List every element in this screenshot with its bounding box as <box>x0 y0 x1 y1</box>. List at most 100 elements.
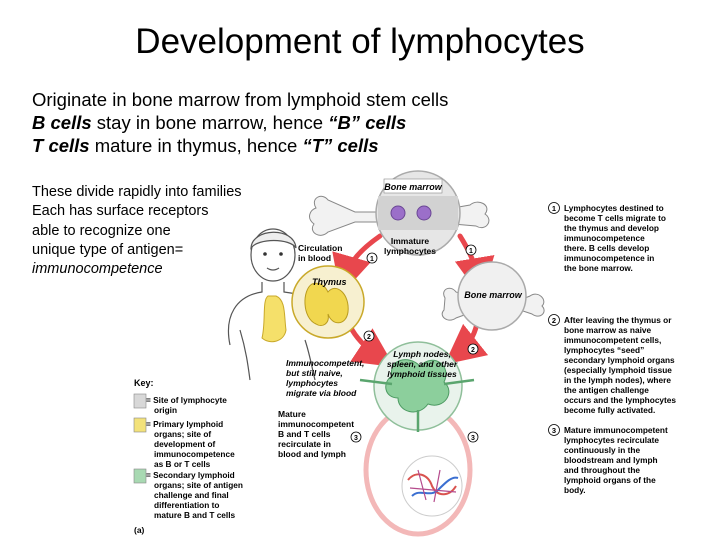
immature-lymphocyte-icon <box>390 205 406 221</box>
svg-text:development of: development of <box>154 439 216 449</box>
label-immunocompetent-4: migrate via blood <box>286 388 357 398</box>
svg-text:body.: body. <box>564 485 586 495</box>
label-bone-marrow-top: Bone marrow <box>384 182 443 192</box>
label-bone-marrow-right: Bone marrow <box>464 290 523 300</box>
label-mature-2: immunocompetent <box>278 419 354 429</box>
svg-text:= Site of lymphocyte: = Site of lymphocyte <box>146 395 227 405</box>
thymus-organ <box>304 282 349 327</box>
label-thymus: Thymus <box>312 277 347 287</box>
slide-title: Development of lymphocytes <box>135 22 585 61</box>
svg-text:the thymus and develop: the thymus and develop <box>564 223 659 233</box>
step-marker: 2 <box>467 343 479 355</box>
side-line: Each has surface receptors <box>32 203 209 220</box>
bullet-line-2: B cells stay in bone marrow, hence “B” c… <box>32 112 407 133</box>
bullet-line-1: Originate in bone marrow from lymphoid s… <box>32 89 449 110</box>
svg-text:organs; site of antigen: organs; site of antigen <box>154 480 243 490</box>
svg-text:bloodstream and lymph: bloodstream and lymph <box>564 455 658 465</box>
svg-text:2: 2 <box>471 347 475 354</box>
svg-text:3: 3 <box>471 435 475 442</box>
step-marker: 2 <box>363 330 375 342</box>
svg-text:3: 3 <box>552 426 556 435</box>
svg-text:lymphocytes recirculate: lymphocytes recirculate <box>564 435 659 445</box>
step-marker: 1 <box>366 252 378 264</box>
svg-text:1: 1 <box>552 204 556 213</box>
lymphocyte-development-figure: Bone marrow Immature lymphocytes Circula… <box>133 170 676 537</box>
svg-text:challenge and final: challenge and final <box>154 490 229 500</box>
bullet-line-3: T cells mature in thymus, hence “T” cell… <box>32 135 379 156</box>
svg-text:become T cells migrate to: become T cells migrate to <box>564 213 666 223</box>
svg-text:After leaving the thymus or: After leaving the thymus or <box>564 315 672 325</box>
label-immunocompetent-1: Immunocompetent, <box>286 358 364 368</box>
vessel-network <box>407 469 459 503</box>
label-immature-1: Immature <box>391 236 430 246</box>
bone-marrow-shape <box>261 295 287 343</box>
label-lymph-3: lymphoid tissues <box>387 369 457 379</box>
svg-text:Mature immunocompetent: Mature immunocompetent <box>564 425 668 435</box>
note-marker: 1 <box>548 202 560 214</box>
svg-text:2: 2 <box>552 316 556 325</box>
svg-text:occurs and the lymphocytes: occurs and the lymphocytes <box>564 395 676 405</box>
note-marker: 2 <box>548 314 560 326</box>
label-circulation-1: Circulation <box>298 243 342 253</box>
svg-text:differentiation to: differentiation to <box>154 500 219 510</box>
svg-text:lymphoid organs of the: lymphoid organs of the <box>564 475 656 485</box>
side-line: These divide rapidly into families <box>32 184 242 200</box>
svg-text:3: 3 <box>354 435 358 442</box>
step-marker: 3 <box>467 431 479 443</box>
side-line-italic: immunocompetence <box>32 261 163 278</box>
label-lymph-1: Lymph nodes, <box>393 349 451 359</box>
svg-text:the bone marrow.: the bone marrow. <box>564 263 633 273</box>
svg-text:immunocompetence in: immunocompetence in <box>564 253 654 263</box>
svg-text:organs; site of: organs; site of <box>154 429 211 439</box>
figure-notes: 1 Lymphocytes destined to become T cells… <box>548 202 676 495</box>
svg-text:in the lymph nodes), where: in the lymph nodes), where <box>564 375 671 385</box>
panel-label: (a) <box>134 525 145 535</box>
key-swatch-secondary <box>133 468 147 484</box>
step-marker: 1 <box>465 244 477 256</box>
svg-text:there. B cells develop: there. B cells develop <box>564 243 649 253</box>
svg-text:= Secondary lymphoid: = Secondary lymphoid <box>146 470 235 480</box>
svg-text:bone marrow as naive: bone marrow as naive <box>564 325 652 335</box>
svg-text:mature B and T cells: mature B and T cells <box>154 510 236 520</box>
svg-text:secondary lymphoid organs: secondary lymphoid organs <box>564 355 675 365</box>
child-figure-illustration <box>228 228 353 381</box>
key-swatch-origin <box>133 393 147 409</box>
label-immunocompetent-2: but still naive, <box>286 368 343 378</box>
svg-text:= Primary lymphoid: = Primary lymphoid <box>146 419 223 429</box>
svg-text:as B or T cells: as B or T cells <box>154 459 211 469</box>
svg-text:immunocompetence: immunocompetence <box>564 233 645 243</box>
svg-text:origin: origin <box>154 405 177 415</box>
label-circulation-2: in blood <box>298 253 331 263</box>
svg-text:2: 2 <box>367 334 371 341</box>
bone-marrow-right-circle <box>457 261 527 331</box>
label-lymph-2: spleen, and other <box>387 359 458 369</box>
label-immunocompetent-3: lymphocytes <box>286 378 338 388</box>
label-mature-3: B and T cells <box>278 429 331 439</box>
svg-text:become fully activated.: become fully activated. <box>564 405 655 415</box>
label-immature-2: lymphocytes <box>384 246 436 256</box>
svg-text:(especially lymphoid tissue: (especially lymphoid tissue <box>564 365 672 375</box>
side-line: unique type of antigen= <box>32 241 184 258</box>
lymph-vessels <box>359 378 475 432</box>
child-hair <box>250 231 297 251</box>
label-mature-1: Mature <box>278 409 306 419</box>
immature-lymphocyte-icon <box>416 205 432 221</box>
note-marker: 3 <box>548 424 560 436</box>
figure-key: Key: = Site of lymphocyte origin = Prima… <box>133 378 243 535</box>
svg-text:and throughout the: and throughout the <box>564 465 640 475</box>
svg-text:immunocompetent cells,: immunocompetent cells, <box>564 335 661 345</box>
svg-text:Lymphocytes destined to: Lymphocytes destined to <box>564 203 664 213</box>
step-marker: 3 <box>350 431 362 443</box>
key-title: Key: <box>134 378 154 388</box>
label-mature-5: blood and lymph <box>278 449 346 459</box>
svg-text:1: 1 <box>469 248 473 255</box>
key-swatch-primary <box>133 417 147 433</box>
label-mature-4: recirculate in <box>278 439 331 449</box>
side-text: These divide rapidly into families Each … <box>32 183 242 279</box>
side-line: able to recognize one <box>32 222 171 239</box>
svg-text:continuously in the: continuously in the <box>564 445 640 455</box>
svg-text:1: 1 <box>370 256 374 263</box>
svg-text:the antigen challenge: the antigen challenge <box>564 385 649 395</box>
svg-text:lymphocytes “seed”: lymphocytes “seed” <box>564 345 644 355</box>
bullet-list: Originate in bone marrow from lymphoid s… <box>32 88 448 157</box>
